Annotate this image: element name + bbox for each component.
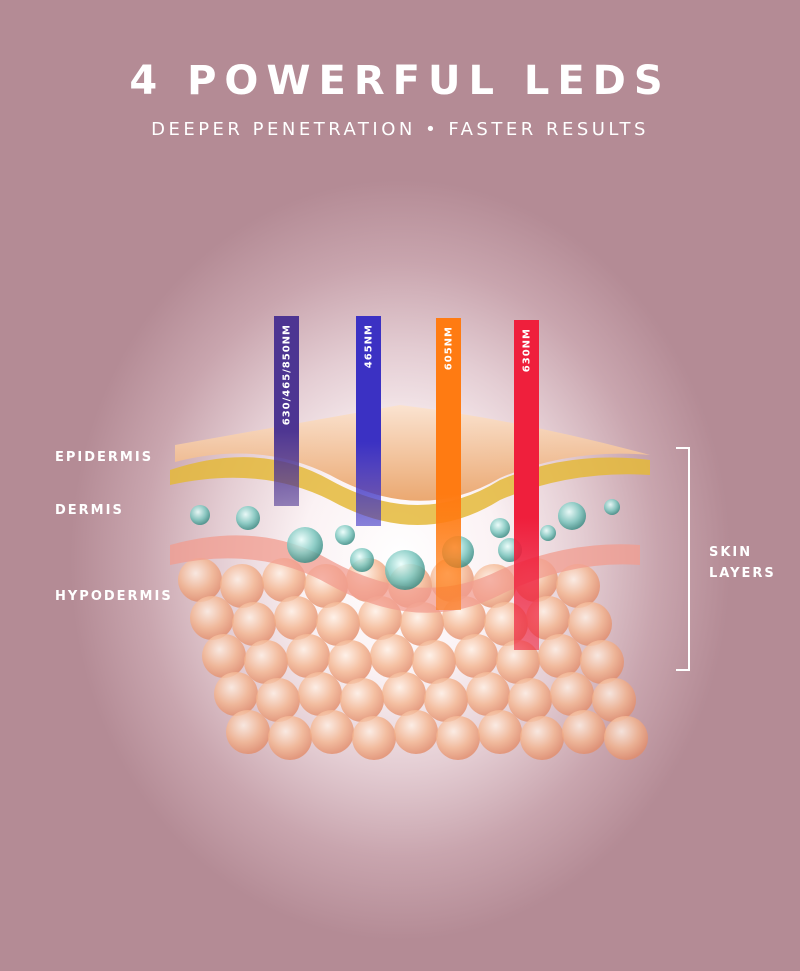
dermis-cell: [236, 506, 260, 530]
skin-label-line2: LAYERS: [709, 566, 776, 581]
fat-cell: [478, 710, 522, 754]
skin-layers-label: SKIN LAYERS: [709, 542, 776, 584]
subheadline: DEEPER PENETRATION • FASTER RESULTS: [151, 119, 649, 140]
fat-cell: [178, 558, 222, 602]
fat-cell: [316, 602, 360, 646]
fat-cell: [562, 710, 606, 754]
led-bar-605nm: 605NM: [436, 318, 461, 610]
fat-cell: [556, 564, 600, 608]
headline: 4 POWERFUL LEDS: [129, 58, 671, 104]
led-label: 630NM: [521, 328, 532, 373]
dermis-cell: [558, 502, 586, 530]
dermis-cell: [190, 505, 210, 525]
fat-cell: [394, 710, 438, 754]
fat-cell: [466, 672, 510, 716]
fat-cell: [310, 710, 354, 754]
led-bar-465nm: 465NM: [356, 316, 381, 526]
fat-cell: [220, 564, 264, 608]
fat-cell: [274, 596, 318, 640]
fat-cell: [580, 640, 624, 684]
label-epidermis: EPIDERMIS: [55, 450, 154, 465]
led-bar-multi: 630/465/850NM: [274, 316, 299, 506]
led-label: 605NM: [443, 326, 454, 371]
fat-cell: [496, 640, 540, 684]
fat-cell: [370, 634, 414, 678]
fat-cell: [340, 678, 384, 722]
led-label: 630/465/850NM: [281, 324, 292, 426]
dermis-cell: [540, 525, 556, 541]
fat-cell: [550, 672, 594, 716]
fat-cell: [538, 634, 582, 678]
fat-cell: [256, 678, 300, 722]
epidermis-layer: [175, 405, 650, 501]
fat-cell: [604, 716, 648, 760]
skin-layers-bracket: [676, 447, 690, 671]
dermis-cell: [350, 548, 374, 572]
fat-cell: [328, 640, 372, 684]
dermis-cell: [385, 550, 425, 590]
dermis-cell: [490, 518, 510, 538]
fat-cell: [382, 672, 426, 716]
fat-cell: [352, 716, 396, 760]
dermis-cell: [604, 499, 620, 515]
dermis-layer: [170, 535, 640, 613]
fat-cell: [298, 672, 342, 716]
fat-cell: [436, 716, 480, 760]
fat-cell: [202, 634, 246, 678]
fat-cell: [592, 678, 636, 722]
fat-cell: [400, 602, 444, 646]
fat-cell: [286, 634, 330, 678]
fat-cell: [424, 678, 468, 722]
fat-cell: [568, 602, 612, 646]
fat-cell: [232, 602, 276, 646]
fat-cell: [244, 640, 288, 684]
fat-cell: [190, 596, 234, 640]
fat-cell: [454, 634, 498, 678]
fat-cell: [412, 640, 456, 684]
fat-cell: [214, 672, 258, 716]
fat-cell: [520, 716, 564, 760]
skin-label-line1: SKIN: [709, 545, 753, 560]
dermis-cell: [287, 527, 323, 563]
dermis-cell: [335, 525, 355, 545]
fat-cell: [508, 678, 552, 722]
label-hypodermis: HYPODERMIS: [55, 589, 173, 604]
label-dermis: DERMIS: [55, 503, 124, 518]
led-label: 465NM: [363, 324, 374, 369]
fat-cell: [268, 716, 312, 760]
fat-cell: [226, 710, 270, 754]
led-bar-630nm: 630NM: [514, 320, 539, 650]
